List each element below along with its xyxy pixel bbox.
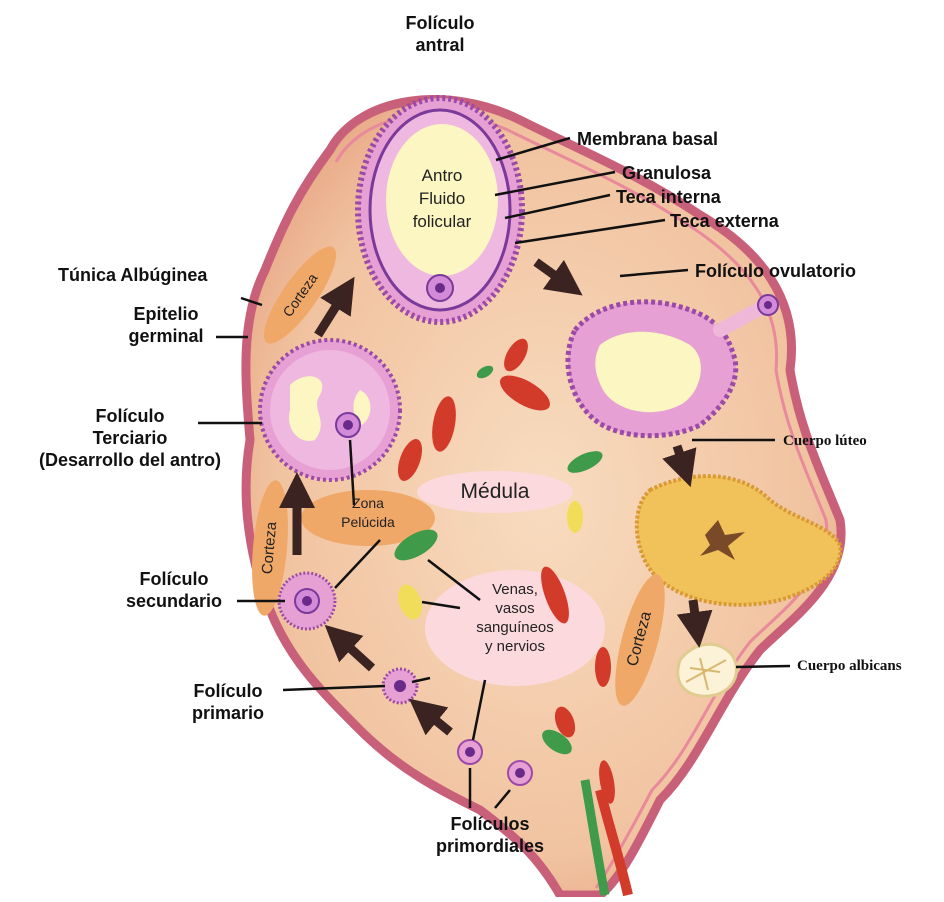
label-granulosa: Granulosa [622, 162, 711, 184]
label-antrum-line3: folicular [392, 210, 492, 233]
label-tertiary-follicle-line1: Folículo [5, 405, 255, 427]
label-antral-follicle-line1: Folículo [385, 12, 495, 34]
label-tertiary-follicle-line2: Terciario [5, 427, 255, 449]
label-basal-membrane: Membrana basal [577, 128, 718, 150]
label-vessels-line1: Venas, [450, 580, 580, 599]
label-vessels-line2: vasos [450, 599, 580, 618]
label-vessels-line4: y nervios [450, 637, 580, 656]
label-primordial-follicles-line1: Folículos [420, 813, 560, 835]
corpus-albicans [678, 644, 737, 696]
label-secondary-follicle: Folículo secundario [112, 568, 236, 612]
label-primary-follicle-line2: primario [178, 702, 278, 724]
label-ovulatory-follicle: Folículo ovulatorio [695, 260, 856, 282]
label-germinal-epithelium-line1: Epitelio [112, 303, 220, 325]
label-antrum-line1: Antro [392, 164, 492, 187]
label-zona-pellucida-line1: Zona [318, 494, 418, 513]
label-germinal-epithelium-line2: germinal [112, 325, 220, 347]
label-antrum: Antro Fluido folicular [392, 164, 492, 233]
label-primary-follicle: Folículo primario [178, 680, 278, 724]
label-primordial-follicles: Folículos primordiales [420, 813, 560, 857]
primary-follicle [383, 669, 417, 703]
secondary-follicle [279, 573, 335, 629]
label-medulla: Médula [435, 479, 555, 505]
label-vessels-line3: sanguíneos [450, 618, 580, 637]
label-tertiary-follicle: Folículo Terciario (Desarrollo del antro… [5, 405, 255, 471]
label-theca-interna: Teca interna [616, 186, 721, 208]
label-antrum-line2: Fluido [392, 187, 492, 210]
label-tunica-albuginea: Túnica Albúginea [58, 264, 207, 286]
label-tertiary-follicle-line3: (Desarrollo del antro) [5, 449, 255, 471]
label-secondary-follicle-line1: Folículo [112, 568, 236, 590]
label-vessels: Venas, vasos sanguíneos y nervios [450, 580, 580, 656]
label-corpus-albicans: Cuerpo albicans [797, 657, 902, 675]
tertiary-follicle [260, 340, 400, 480]
label-primary-follicle-line1: Folículo [178, 680, 278, 702]
label-theca-externa: Teca externa [670, 210, 779, 232]
label-zona-pellucida: Zona Pelúcida [318, 494, 418, 532]
label-secondary-follicle-line2: secundario [112, 590, 236, 612]
label-zona-pellucida-line2: Pelúcida [318, 513, 418, 532]
label-germinal-epithelium: Epitelio germinal [112, 303, 220, 347]
label-antral-follicle-line2: antral [385, 34, 495, 56]
label-corpus-luteum: Cuerpo lúteo [783, 432, 867, 450]
label-primordial-follicles-line2: primordiales [420, 835, 560, 857]
label-antral-follicle: Folículo antral [385, 12, 495, 56]
